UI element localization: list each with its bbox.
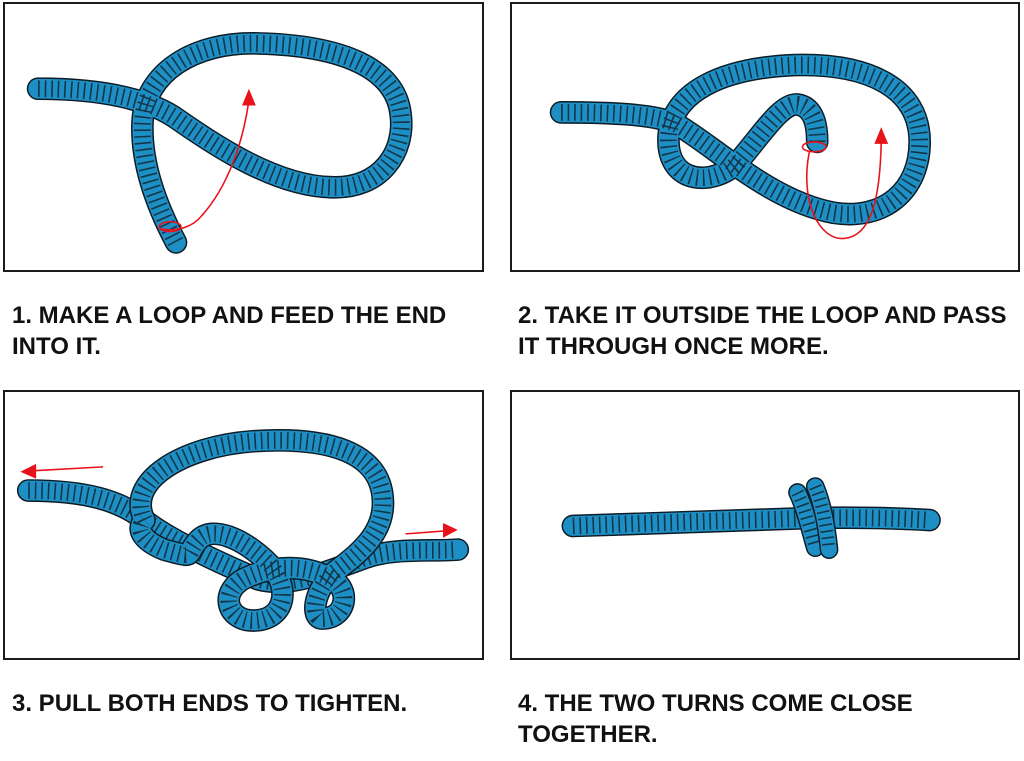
step-2-caption: 2. TAKE IT OUTSIDE THE LOOP AND PASS IT … [518, 302, 1007, 360]
knot-icon [789, 484, 824, 556]
step-2-illustration [510, 2, 1020, 272]
step-4-diagram [561, 477, 941, 559]
rope [551, 55, 930, 224]
step-4-caption: 4. THE TWO TURNS COME CLOSE TOGETHER. [518, 690, 913, 748]
step-4-illustration [510, 390, 1020, 660]
arrowhead-icon [443, 523, 458, 538]
loop-mark-icon [801, 141, 827, 153]
rope-texture [561, 56, 929, 223]
step-1-caption: 1. MAKE A LOOP AND FEED THE END INTO IT. [12, 302, 447, 360]
arrowhead-icon [242, 88, 256, 106]
rope-outline [549, 53, 932, 226]
step-2-diagram [549, 53, 932, 240]
arrowhead-icon [874, 127, 889, 144]
loop-mark-icon [158, 220, 182, 233]
arrowhead-icon [20, 463, 37, 479]
step-1-illustration [3, 2, 484, 272]
curved-arrow-icon [805, 139, 883, 240]
step-3-diagram [16, 429, 470, 632]
step-1-diagram [26, 32, 413, 254]
rope [28, 33, 412, 253]
pull-arrow-left [32, 466, 104, 472]
rope-texture [572, 509, 931, 535]
step-3-caption: 3. PULL BOTH ENDS TO TIGHTEN. [12, 690, 408, 717]
rope-texture [809, 484, 836, 551]
rope-texture [132, 432, 392, 629]
pull-arrow-right [405, 530, 446, 535]
step-3-illustration [3, 390, 484, 660]
